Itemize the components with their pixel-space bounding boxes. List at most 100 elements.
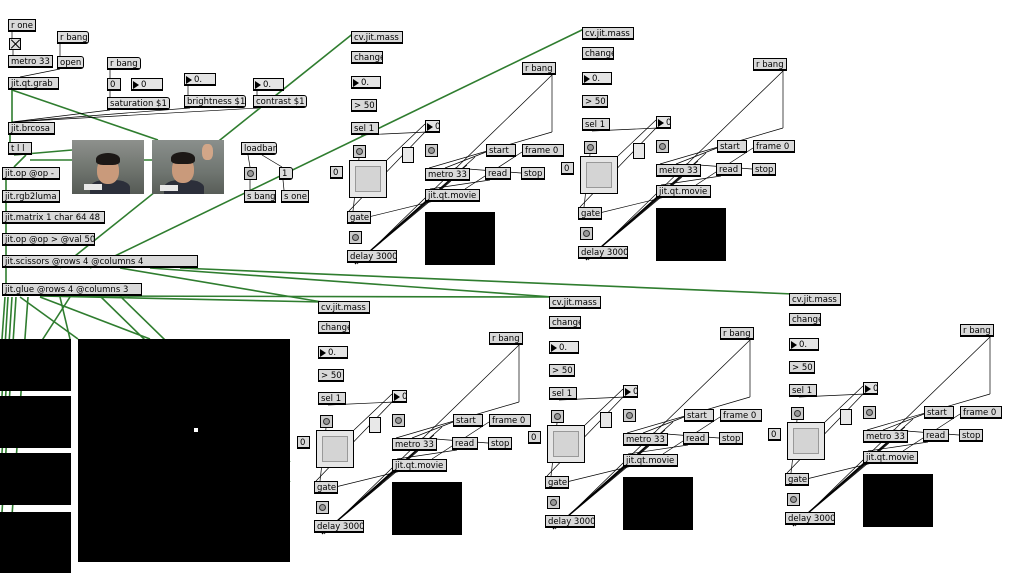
change-object[interactable]: change: [789, 313, 821, 326]
jit-op-minus-object[interactable]: jit.op @op -: [2, 167, 60, 180]
sel-object[interactable]: sel 1: [351, 122, 379, 135]
gate-button[interactable]: [547, 496, 560, 509]
gate-object[interactable]: gate: [314, 481, 338, 494]
delay-object[interactable]: delay 3000: [545, 515, 595, 528]
change-object[interactable]: change: [351, 51, 383, 64]
zero-message[interactable]: 0: [768, 428, 781, 441]
loadbang-button[interactable]: [244, 167, 257, 180]
jit-rgb2luma-object[interactable]: jit.rgb2luma: [2, 190, 60, 203]
start-message[interactable]: start: [924, 406, 954, 419]
start-number-box[interactable]: 0.: [863, 382, 878, 395]
metro-object[interactable]: metro 33: [425, 168, 470, 181]
lcd-display[interactable]: [787, 422, 825, 460]
r-bang-object[interactable]: r bang: [753, 58, 787, 71]
start-number-box[interactable]: 0.: [656, 116, 671, 129]
lcd-display[interactable]: [580, 156, 618, 194]
cv-jit-mass-object[interactable]: cv.jit.mass: [549, 296, 601, 309]
jit-qt-grab-object[interactable]: jit.qt.grab: [8, 77, 59, 90]
threshold-compare-object[interactable]: > 50: [549, 364, 575, 377]
read-message[interactable]: read: [485, 167, 511, 180]
r-bang-object[interactable]: r bang: [57, 31, 89, 44]
jit-qt-movie-object[interactable]: jit.qt.movie: [863, 451, 918, 464]
delay-object[interactable]: delay 3000: [347, 250, 397, 263]
start-number-box[interactable]: 0.: [425, 120, 440, 133]
frame-message[interactable]: frame 0: [753, 140, 795, 153]
delay-object[interactable]: delay 3000: [785, 512, 835, 525]
jit-brcosa-object[interactable]: jit.brcosa: [8, 122, 55, 135]
frame-slider[interactable]: [402, 147, 414, 163]
mass-number-box[interactable]: 0.: [351, 76, 381, 89]
trigger-button[interactable]: [791, 407, 804, 420]
trigger-button[interactable]: [320, 415, 333, 428]
gate-object[interactable]: gate: [347, 211, 371, 224]
frame-slider[interactable]: [840, 409, 852, 425]
jit-qt-movie-object[interactable]: jit.qt.movie: [425, 189, 480, 202]
jit-matrix-object[interactable]: jit.matrix 1 char 64 48: [2, 211, 105, 224]
sel-object[interactable]: sel 1: [549, 387, 577, 400]
frame-message[interactable]: frame 0: [522, 144, 564, 157]
cv-jit-mass-object[interactable]: cv.jit.mass: [318, 301, 370, 314]
jit-op-threshold-object[interactable]: jit.op @op > @val 50: [2, 233, 95, 246]
threshold-compare-object[interactable]: > 50: [318, 369, 344, 382]
trigger-object[interactable]: t l l: [8, 142, 32, 155]
start-message[interactable]: start: [717, 140, 747, 153]
start-number-box[interactable]: 0.: [623, 385, 638, 398]
frame-message[interactable]: frame 0: [720, 409, 762, 422]
gate-button[interactable]: [787, 493, 800, 506]
metro-object[interactable]: metro 33: [863, 430, 908, 443]
read-message[interactable]: read: [716, 163, 742, 176]
contrast-message[interactable]: contrast $1: [253, 95, 307, 108]
start-button[interactable]: [623, 409, 636, 422]
change-object[interactable]: change: [549, 316, 581, 329]
cv-jit-mass-object[interactable]: cv.jit.mass: [789, 293, 841, 306]
start-button[interactable]: [392, 414, 405, 427]
one-message[interactable]: 1: [279, 167, 293, 180]
lcd-display[interactable]: [316, 430, 354, 468]
metro-object[interactable]: metro 33: [656, 164, 701, 177]
gate-object[interactable]: gate: [785, 473, 809, 486]
mass-number-box[interactable]: 0.: [582, 72, 612, 85]
saturation-int-box[interactable]: 0: [107, 78, 121, 91]
trigger-button[interactable]: [353, 145, 366, 158]
r-one-object[interactable]: r one: [8, 19, 36, 32]
read-message[interactable]: read: [923, 429, 949, 442]
sel-object[interactable]: sel 1: [789, 384, 817, 397]
start-number-box[interactable]: 0.: [392, 390, 407, 403]
r-bang-object[interactable]: r bang: [720, 327, 754, 340]
open-message[interactable]: open: [57, 56, 84, 69]
threshold-compare-object[interactable]: > 50: [789, 361, 815, 374]
gate-button[interactable]: [580, 227, 593, 240]
start-message[interactable]: start: [486, 144, 516, 157]
mass-number-box[interactable]: 0.: [789, 338, 819, 351]
r-bang-object[interactable]: r bang: [960, 324, 994, 337]
read-message[interactable]: read: [683, 432, 709, 445]
start-button[interactable]: [863, 406, 876, 419]
jit-scissors-object[interactable]: jit.scissors @rows 4 @columns 4: [2, 255, 198, 268]
mass-number-box[interactable]: 0.: [549, 341, 579, 354]
r-bang-object[interactable]: r bang: [489, 332, 523, 345]
metro-object[interactable]: metro 33: [8, 55, 53, 68]
stop-message[interactable]: stop: [959, 429, 983, 442]
r-bang-object[interactable]: r bang: [522, 62, 556, 75]
stop-message[interactable]: stop: [488, 437, 512, 450]
brightness-message[interactable]: brightness $1: [184, 95, 246, 108]
jit-glue-object[interactable]: jit.glue @rows 4 @columns 3: [2, 283, 142, 296]
delay-object[interactable]: delay 3000: [314, 520, 364, 533]
gate-object[interactable]: gate: [578, 207, 602, 220]
zero-message[interactable]: 0: [297, 436, 310, 449]
change-object[interactable]: change: [318, 321, 350, 334]
threshold-compare-object[interactable]: > 50: [582, 95, 608, 108]
frame-slider[interactable]: [633, 143, 645, 159]
zero-message[interactable]: 0: [561, 162, 574, 175]
frame-message[interactable]: frame 0: [489, 414, 531, 427]
start-button[interactable]: [425, 144, 438, 157]
frame-slider[interactable]: [369, 417, 381, 433]
brightness-number-box[interactable]: 0.: [184, 73, 216, 86]
gate-object[interactable]: gate: [545, 476, 569, 489]
s-one-object[interactable]: s one: [281, 190, 309, 203]
cv-jit-mass-object[interactable]: cv.jit.mass: [351, 31, 403, 44]
start-message[interactable]: start: [684, 409, 714, 422]
cv-jit-mass-object[interactable]: cv.jit.mass: [582, 27, 634, 40]
stop-message[interactable]: stop: [719, 432, 743, 445]
frame-message[interactable]: frame 0: [960, 406, 1002, 419]
